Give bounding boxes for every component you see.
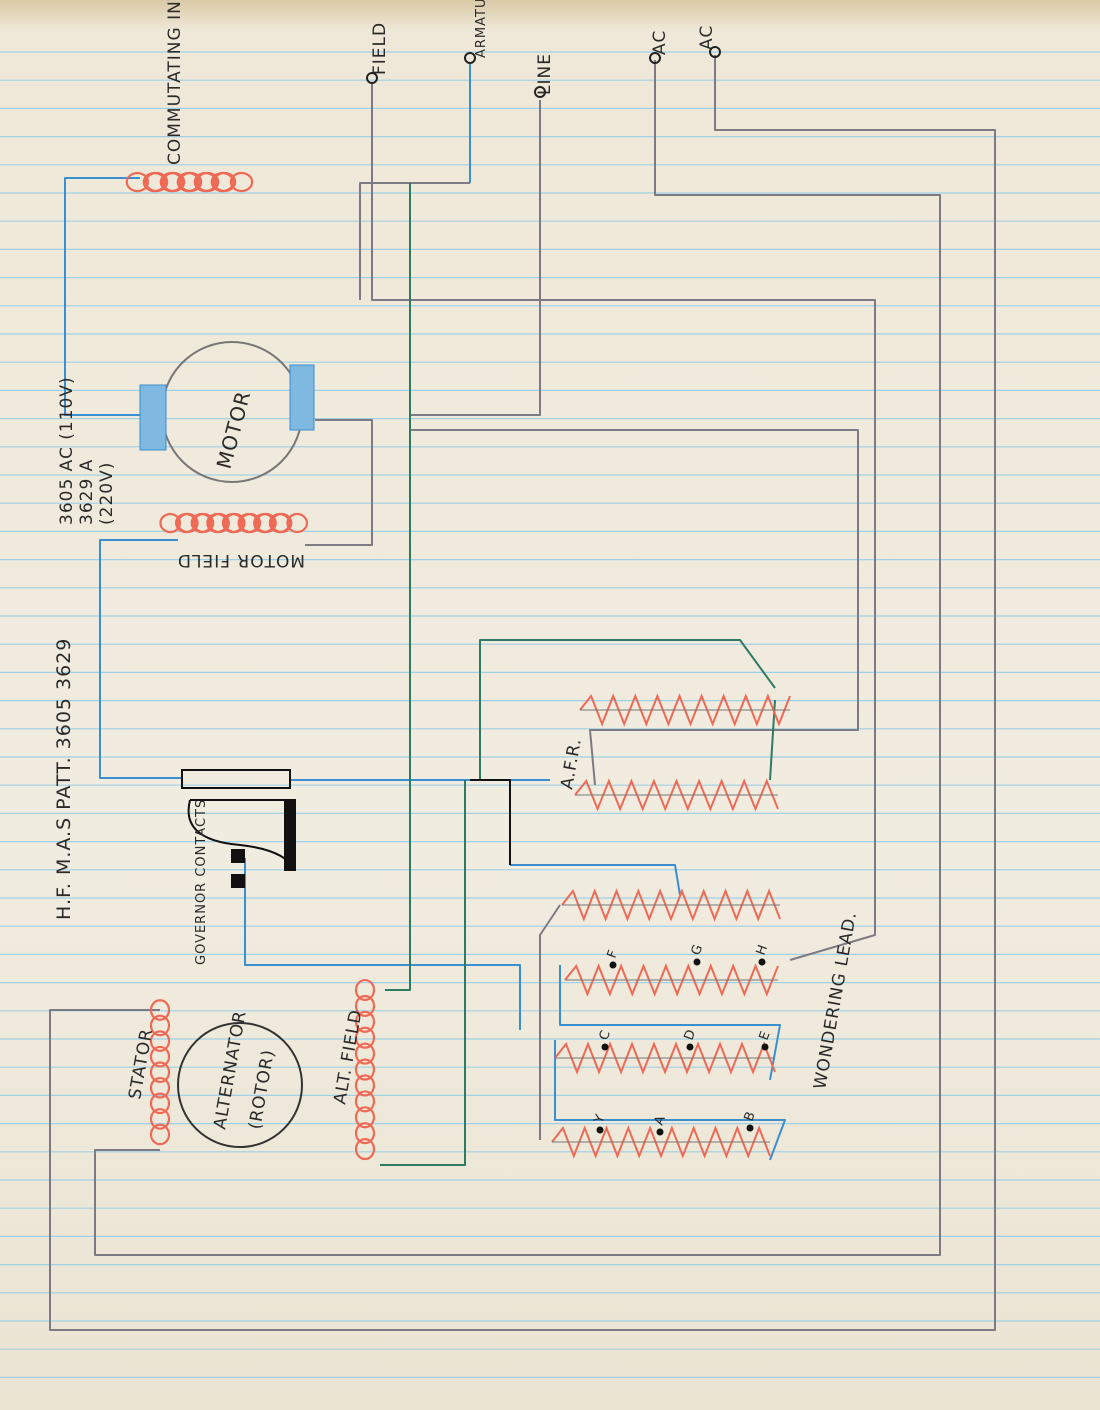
tap-dot [693,958,701,966]
afr-label: A.F.R. [557,736,586,790]
tap-label: G [689,942,707,958]
tap-label: F [605,947,622,960]
tap-dot [758,958,766,966]
tap-label: E [757,1029,774,1043]
title-note: H.F. M.A.S PATT. 3605 3629 [53,638,75,920]
terminal-3 [649,52,661,64]
black-wire [470,779,511,865]
terminal-armature-label: ARMATURE [474,0,489,58]
blue-wires [64,62,786,1161]
tap-label: A [652,1113,669,1127]
motor-brush-left [139,384,167,451]
motor-field-coil [159,512,309,534]
wandering-lead-label: WONDERING LEAD. [810,910,861,1091]
terminal-2 [534,86,546,98]
resistor-cde [554,1041,776,1075]
tap-dot [601,1043,609,1051]
terminal-1 [464,52,476,64]
ruled-lines [0,51,1100,1379]
terminal-0 [366,72,378,84]
governor-label: GOVERNOR CONTACTS [194,799,209,965]
green-wires [380,183,776,1166]
resistor-yab [551,1125,771,1159]
terminal-line-label: LINE [535,53,555,95]
alternator-circle [177,1022,303,1148]
variant-note-1: 3605 AC (110V) [57,376,77,525]
variant-note-3: (220V) [97,462,117,525]
afr-resistor-2 [574,778,779,812]
variant-note-2: 3629 A [77,459,97,525]
tap-dot [656,1128,664,1136]
tap-label: D [682,1027,700,1042]
interpole-label: COMMUTATING INTER POLE [165,0,185,165]
tap-label: Y [591,1112,608,1126]
rotor-label: (ROTOR) [245,1048,279,1131]
tap-dot [609,961,617,969]
tap-label: C [597,1028,615,1043]
tap-label: H [754,942,772,957]
motor-label: MOTOR [212,388,256,471]
terminal-field-label: FIELD [370,22,390,75]
interpole-coil [125,171,254,193]
terminal-4 [709,46,721,58]
tap-label: B [742,1109,759,1123]
governor-contacts-symbol [181,769,296,888]
motor-brush-right [289,364,315,431]
resistor-3 [561,888,781,922]
alt-field-coil [354,978,376,1161]
pencil-wires [49,55,996,1331]
terminal-ac-1-label: AC [650,30,670,55]
motor-field-label: MOTOR FIELD [177,550,305,570]
tap-dot [761,1043,769,1051]
tap-dot [596,1126,604,1134]
tap-dot [686,1043,694,1051]
stator-coil [149,999,171,1146]
tap-dot [746,1124,754,1132]
terminal-ac-2-label: AC [697,25,717,50]
